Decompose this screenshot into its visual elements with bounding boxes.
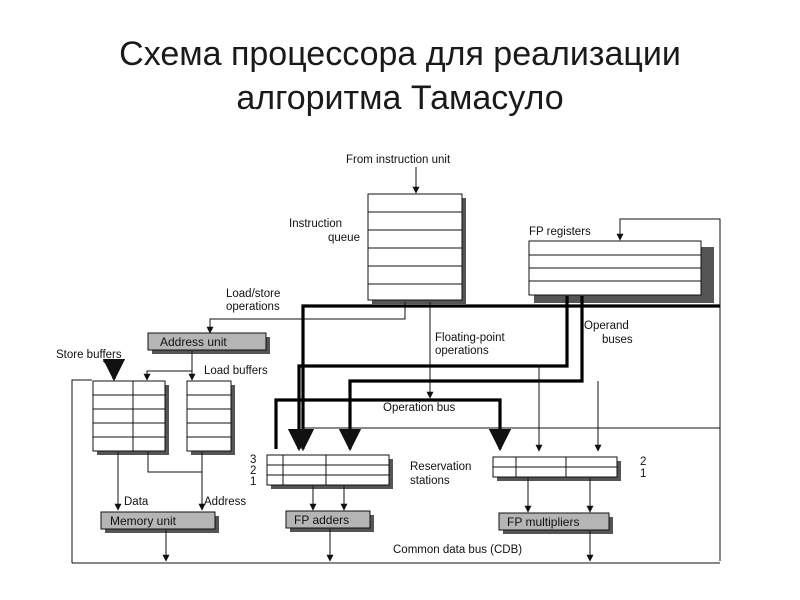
fp-operations-label-2: operations <box>435 345 489 357</box>
address-unit <box>147 332 267 351</box>
instruction-queue-label-1: Instruction <box>289 218 342 230</box>
memory-unit-label: Memory unit <box>110 514 177 528</box>
load-buffers <box>186 380 235 455</box>
fp-registers <box>528 240 714 303</box>
adder-station-2: 2 <box>250 465 256 477</box>
cdb-to-store-buffers <box>71 379 92 563</box>
fp-multipliers <box>498 512 610 531</box>
store-buffers-arrow <box>102 358 126 382</box>
adder-station-1: 1 <box>250 476 256 488</box>
store-buffers <box>92 380 169 455</box>
slide-title-line-2: алгоритма Тамасуло <box>236 79 564 117</box>
operand-buses-label-1: Operand <box>584 320 629 332</box>
reservation-stations-label-1: Reservation <box>410 461 471 473</box>
adder-reservation-stations <box>266 454 393 489</box>
load-buffers-label: Load buffers <box>204 365 268 377</box>
address-line <box>147 452 206 511</box>
from-instruction-unit-label: From instruction unit <box>346 154 451 166</box>
adder-station-3: 3 <box>250 454 256 466</box>
store-buffers-label: Store buffers <box>56 349 122 361</box>
load-store-operations-line <box>206 302 406 334</box>
address-unit-label: Address unit <box>160 335 227 349</box>
operation-bus-label: Operation bus <box>383 402 455 414</box>
address-unit-to-store-buffers <box>143 351 193 381</box>
multiplier-reservation-stations <box>492 456 621 481</box>
instruction-queue <box>367 193 466 304</box>
fp-registers-label: FP registers <box>529 226 591 238</box>
operand-bus-2 <box>338 296 584 452</box>
operand-bus-1 <box>287 296 569 452</box>
slide-title-line-1: Схема процессора для реализации <box>119 35 681 73</box>
operand-buses-label-2: buses <box>602 334 633 346</box>
data-label: Data <box>124 496 149 508</box>
fp-operations-label-1: Floating-point <box>435 332 505 344</box>
operation-bus <box>274 398 512 452</box>
fp-adders-label: FP adders <box>294 513 349 527</box>
cdb-return-bus <box>291 304 720 452</box>
load-store-label-1: Load/store <box>226 288 280 300</box>
multiplier-station-1: 1 <box>640 468 646 480</box>
address-label: Address <box>204 496 246 508</box>
slide-title: Схема процессора для реализации алгоритм… <box>0 32 800 120</box>
instruction-queue-label-2: queue <box>328 232 360 244</box>
load-store-label-2: operations <box>226 301 280 313</box>
fp-multipliers-label: FP multipliers <box>507 515 579 529</box>
cdb-label: Common data bus (CDB) <box>393 544 522 556</box>
multiplier-station-2: 2 <box>640 456 646 468</box>
fp-adders <box>285 510 371 529</box>
reservation-stations-label-2: stations <box>410 475 450 487</box>
memory-unit <box>100 511 216 530</box>
